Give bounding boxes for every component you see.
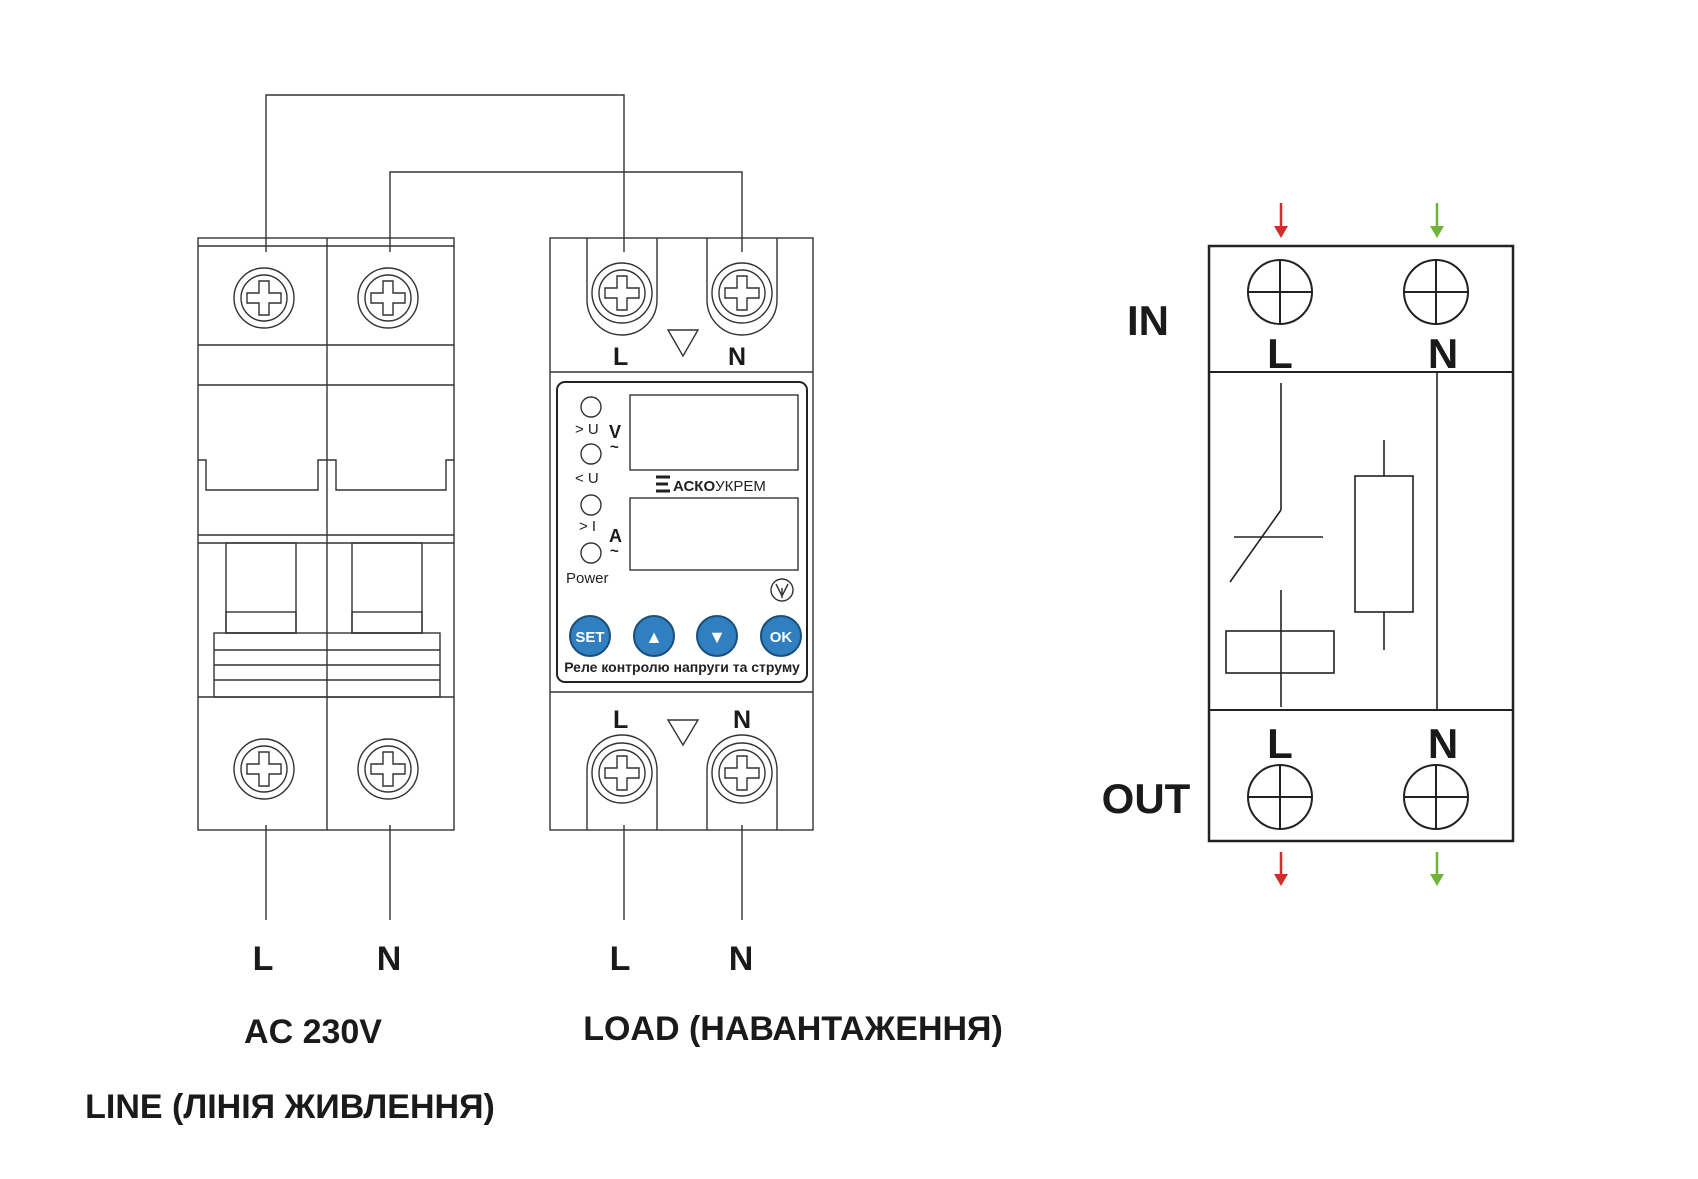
svg-text:OK: OK <box>770 629 793 646</box>
power-led <box>580 542 602 564</box>
schematic-bottom-l-label: L <box>1267 720 1293 767</box>
in-label: IN <box>1127 297 1169 344</box>
interconnect-wires <box>265 94 743 920</box>
relay-bottom-l-label: L <box>613 706 628 734</box>
up-button[interactable]: ▲ <box>633 615 675 657</box>
breaker-screw-top-n[interactable] <box>357 267 419 329</box>
breaker-screw-bottom-l[interactable] <box>233 738 295 800</box>
load-caption: LOAD (НАВАНТАЖЕННЯ) <box>583 1010 1003 1048</box>
voltage-current-relay: L N L N > U < U > I Power V ~ A ~ АСКОУК… <box>549 237 814 831</box>
line-l-label: L <box>253 940 274 978</box>
relay-front-panel <box>556 381 808 683</box>
led-power-label: Power <box>566 570 609 587</box>
in-l-arrow-icon <box>1274 203 1288 238</box>
resistor-element <box>1354 475 1414 613</box>
breaker-screw-top-l[interactable] <box>233 267 295 329</box>
down-arrow-icon: ▼ <box>708 627 726 647</box>
relay-screw-top-n[interactable] <box>711 262 773 324</box>
schematic-top-n-label: N <box>1428 330 1458 377</box>
brand-logo: АСКОУКРЕМ <box>656 475 766 495</box>
out-terminal-n[interactable] <box>1403 764 1469 830</box>
over-current-led <box>580 494 602 516</box>
bottom-triangle-icon <box>666 719 700 747</box>
relay-bottom-n-label: N <box>733 706 751 734</box>
circuit-breaker <box>197 237 455 831</box>
line-n-label: N <box>377 940 402 978</box>
out-n-arrow-icon <box>1430 852 1444 886</box>
unit-a-tilde: ~ <box>610 543 619 560</box>
led-over-i-label: > I <box>579 518 596 535</box>
relay-screw-bottom-n[interactable] <box>711 742 773 804</box>
out-l-arrow-icon <box>1274 852 1288 886</box>
switch-contact <box>1229 509 1282 583</box>
unit-a-label: A <box>609 526 622 546</box>
relay-schematic: IN OUT L N L N <box>1102 203 1515 886</box>
load-n-label: N <box>729 940 754 978</box>
led-over-u-label: > U <box>575 421 599 438</box>
down-button[interactable]: ▼ <box>696 615 738 657</box>
set-button[interactable]: SET <box>569 615 611 657</box>
breaker-screw-bottom-n[interactable] <box>357 738 419 800</box>
line-caption: LINE (ЛІНІЯ ЖИВЛЕННЯ) <box>85 1088 495 1126</box>
unit-v-label: V <box>609 422 621 442</box>
relay-caption: Реле контролю напруги та струму <box>564 659 800 675</box>
current-display <box>629 497 799 571</box>
relay-screw-bottom-l[interactable] <box>591 742 653 804</box>
load-l-label: L <box>610 940 631 978</box>
schematic-bottom-n-label: N <box>1428 720 1458 767</box>
relay-top-l-label: L <box>613 343 628 371</box>
certification-mark-icon <box>770 578 794 602</box>
relay-coil <box>1225 630 1335 674</box>
svg-text:SET: SET <box>575 629 604 646</box>
under-voltage-led <box>580 443 602 465</box>
over-voltage-led <box>580 396 602 418</box>
up-arrow-icon: ▲ <box>645 627 663 647</box>
schematic-top-l-label: L <box>1267 330 1293 377</box>
led-under-u-label: < U <box>575 470 599 487</box>
in-terminal-l[interactable] <box>1247 259 1313 325</box>
relay-top-n-label: N <box>728 343 746 371</box>
out-terminal-l[interactable] <box>1247 764 1313 830</box>
svg-text:АСКОУКРЕМ: АСКОУКРЕМ <box>673 478 766 495</box>
ok-button[interactable]: OK <box>760 615 802 657</box>
unit-v-tilde: ~ <box>610 439 619 456</box>
in-n-arrow-icon <box>1430 203 1444 238</box>
top-triangle-icon <box>666 329 700 358</box>
out-label: OUT <box>1102 775 1191 822</box>
relay-screw-top-l[interactable] <box>591 262 653 324</box>
voltage-display <box>629 394 799 471</box>
ac-voltage-label: AC 230V <box>244 1013 382 1051</box>
in-terminal-n[interactable] <box>1403 259 1469 325</box>
